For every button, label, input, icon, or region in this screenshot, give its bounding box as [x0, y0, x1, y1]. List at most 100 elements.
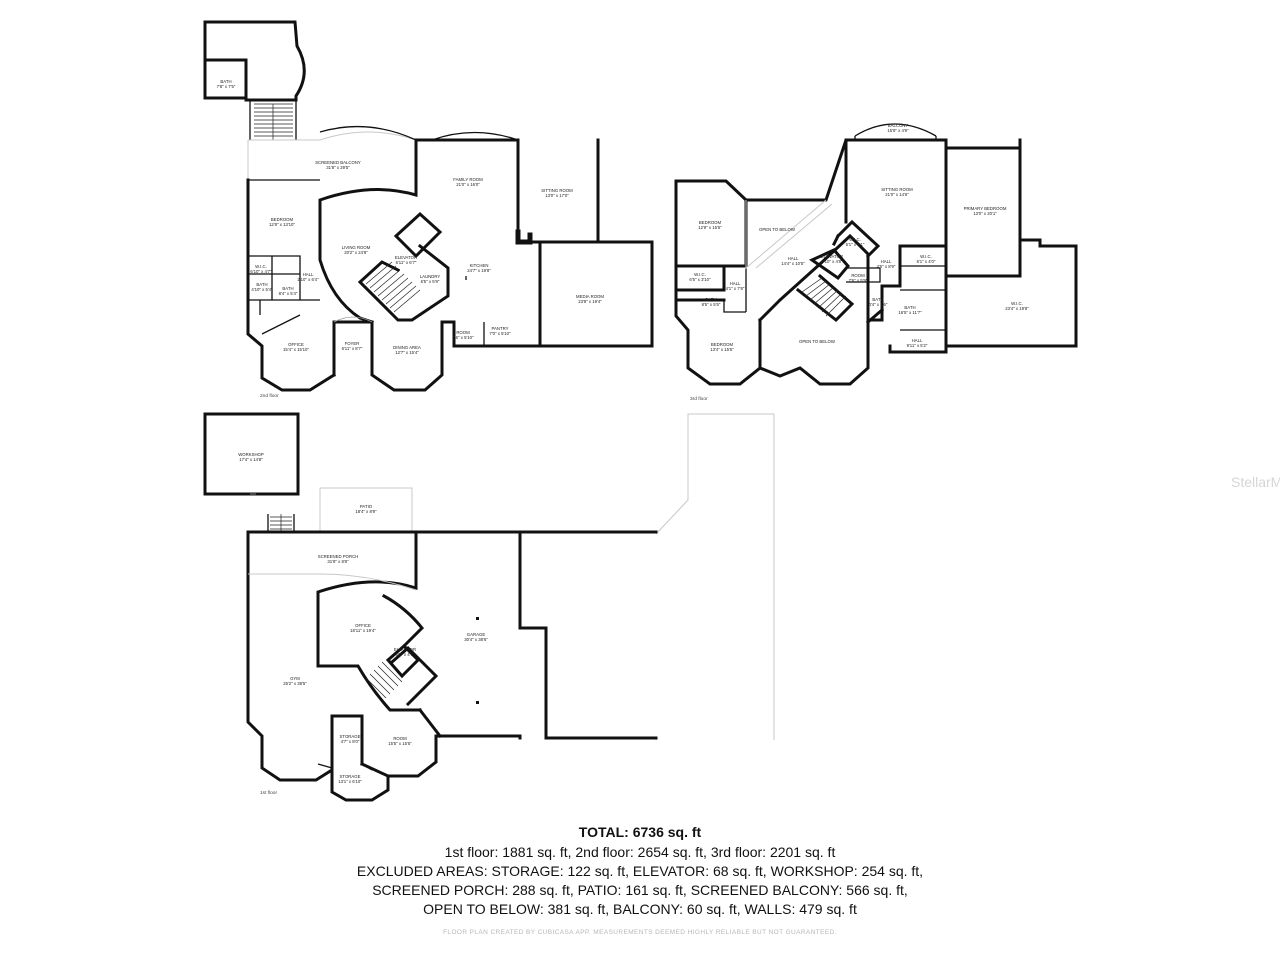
room-label: LAUNDRY [420, 274, 441, 279]
excluded-areas-line: EXCLUDED AREAS: STORAGE: 122 sq. ft, ELE… [356, 863, 924, 879]
room-dimension: 12'9" x 15'5" [698, 225, 722, 230]
room-label: DINING AREA [393, 345, 421, 350]
room-dimension: 20'2" x 24'8" [344, 250, 368, 255]
room-label: W.I.C. [1011, 301, 1023, 306]
room-dimension: 18'11" x 19'4" [350, 628, 376, 633]
room-label: OFFICE [288, 342, 304, 347]
family-arc [431, 131, 519, 141]
room-label: HALL [730, 281, 741, 286]
room-dimension: 21'0" x 14'6" [885, 192, 909, 197]
room-label: OPEN TO BELOW [799, 339, 836, 344]
room-dimension: 6'5" x 5'9" [421, 279, 440, 284]
room-label: HALL [788, 256, 799, 261]
stair-elevator-walls [389, 645, 443, 739]
kitchen-south-walls [440, 320, 542, 348]
west-walls [246, 178, 337, 392]
room-label: W.I.C. [920, 254, 932, 259]
north-walls [674, 138, 1022, 202]
patio-outline [319, 487, 413, 532]
third-floor-label: 3rd floor [690, 396, 708, 402]
room-dimension: 15'4" x 15'10" [283, 347, 309, 352]
second-floor-label: 2nd floor [260, 393, 279, 399]
bath-walls [865, 274, 948, 354]
room-label: GYM [290, 676, 300, 681]
interior-stairs [365, 661, 403, 699]
room-dimension: 21'0" x 16'0" [456, 182, 480, 187]
room-label: BATH [705, 297, 716, 302]
room-dimension: 15'5" x 15'5" [388, 741, 412, 746]
room-dimension: 4'4" x 6'6" [869, 302, 888, 307]
room-dimension: 6'11" x 6'7" [396, 260, 417, 265]
second-floor-plan: 2nd floor BATH 7'8" x 7'5" SCREENED BALC… [203, 20, 654, 399]
entry-stairs [270, 514, 292, 532]
room-dimension: 13'1" x 6'10" [338, 779, 362, 784]
room-label: LIVING ROOM [342, 245, 371, 250]
interior-stairs [801, 277, 847, 317]
third-floor-room-labels: BALCONY 15'8" x 4'9" SITTING ROOM 21'0" … [689, 123, 1029, 352]
room-label: OFFICE [355, 623, 371, 628]
balcony-arc [319, 125, 417, 141]
room-label: WORKSHOP [238, 452, 264, 457]
workshop-walls [203, 412, 300, 496]
room-label: SCREENED BALCONY [315, 160, 361, 165]
foyer-arc [333, 316, 373, 323]
west-walls [674, 179, 762, 386]
room-label: OPEN TO BELOW [759, 227, 796, 232]
room-label: ELEVATOR [821, 254, 843, 259]
room-dimension: 6'0" x 4'7" [396, 652, 415, 657]
room-dimension: 6'11" x 8'7" [342, 346, 363, 351]
room-label: W.I.C. [694, 272, 706, 277]
room-label: PATIO [360, 504, 373, 509]
office-east-walls [381, 593, 425, 649]
room-label: W.I.C. [849, 237, 861, 242]
room-label: FOYER [345, 341, 360, 346]
room-label: PANTRY [491, 326, 508, 331]
room-walls [846, 267, 881, 283]
stair-walls [795, 273, 855, 323]
south-bay-walls [758, 320, 870, 386]
south-west-walls [246, 530, 462, 802]
wic-walls [831, 219, 881, 259]
first-floor-plan: 1st floor WORKSHOP 17'4" x 14'8" PATIO 1… [203, 412, 775, 802]
room-dimension: 7'0" x 5'10" [489, 331, 511, 336]
open-to-below-outline [745, 199, 827, 270]
room-dimension: 4'1" x 7'8" [726, 286, 745, 291]
sitting-room-pillar [515, 229, 533, 245]
room-label: KITCHEN [470, 263, 489, 268]
room-label: STORAGE [340, 734, 361, 739]
excluded-areas-line-2: SCREENED PORCH: 288 sq. ft, PATIO: 161 s… [372, 882, 908, 898]
elevator-walls [808, 248, 850, 281]
room-label: SCREENED PORCH [318, 554, 359, 559]
room-dimension: 13'0" x 17'0" [545, 193, 569, 198]
room-label: ROOM [851, 273, 865, 278]
stellarmls-watermark: StellarMLS [1231, 474, 1280, 490]
room-dimension: 13'0" x 20'1" [973, 211, 997, 216]
room-dimension: 24'7" x 19'8" [467, 268, 491, 273]
room-label: BATH [256, 282, 267, 287]
stair-walls [249, 100, 297, 140]
storage-walls [330, 714, 390, 778]
first-floor-label: 1st floor [260, 790, 277, 796]
interior-stairs [365, 261, 421, 313]
room-dimension: 25'2" x 38'5" [283, 681, 307, 686]
room-label: ROOM [393, 736, 407, 741]
room-dimension: 6'10" x 4'7" [250, 269, 272, 274]
room-dimension: 8'5" x 5'5" [702, 302, 721, 307]
room-label: BATH [282, 286, 293, 291]
room-label: BEDROOM [699, 220, 722, 225]
bedroom-interior-walls [248, 179, 320, 315]
room-label: HALL [303, 272, 314, 277]
driveway-outline [655, 413, 775, 740]
room-dimension: 23'4" x 19'8" [1005, 306, 1029, 311]
room-dimension: 6'5" x 3'10" [689, 277, 711, 282]
bath-tower-walls [203, 20, 306, 102]
room-label: SITTING ROOM [541, 188, 573, 193]
living-curve-walls [318, 138, 418, 324]
total-area: TOTAL: 6736 sq. ft [578, 824, 702, 840]
sitting-room-walls [844, 138, 948, 278]
room-dimension: 15'8" x 4'9" [887, 128, 909, 133]
excluded-areas-line-3: OPEN TO BELOW: 381 sq. ft, BALCONY: 60 s… [423, 901, 857, 917]
room-label: MEDIA ROOM [576, 294, 604, 299]
